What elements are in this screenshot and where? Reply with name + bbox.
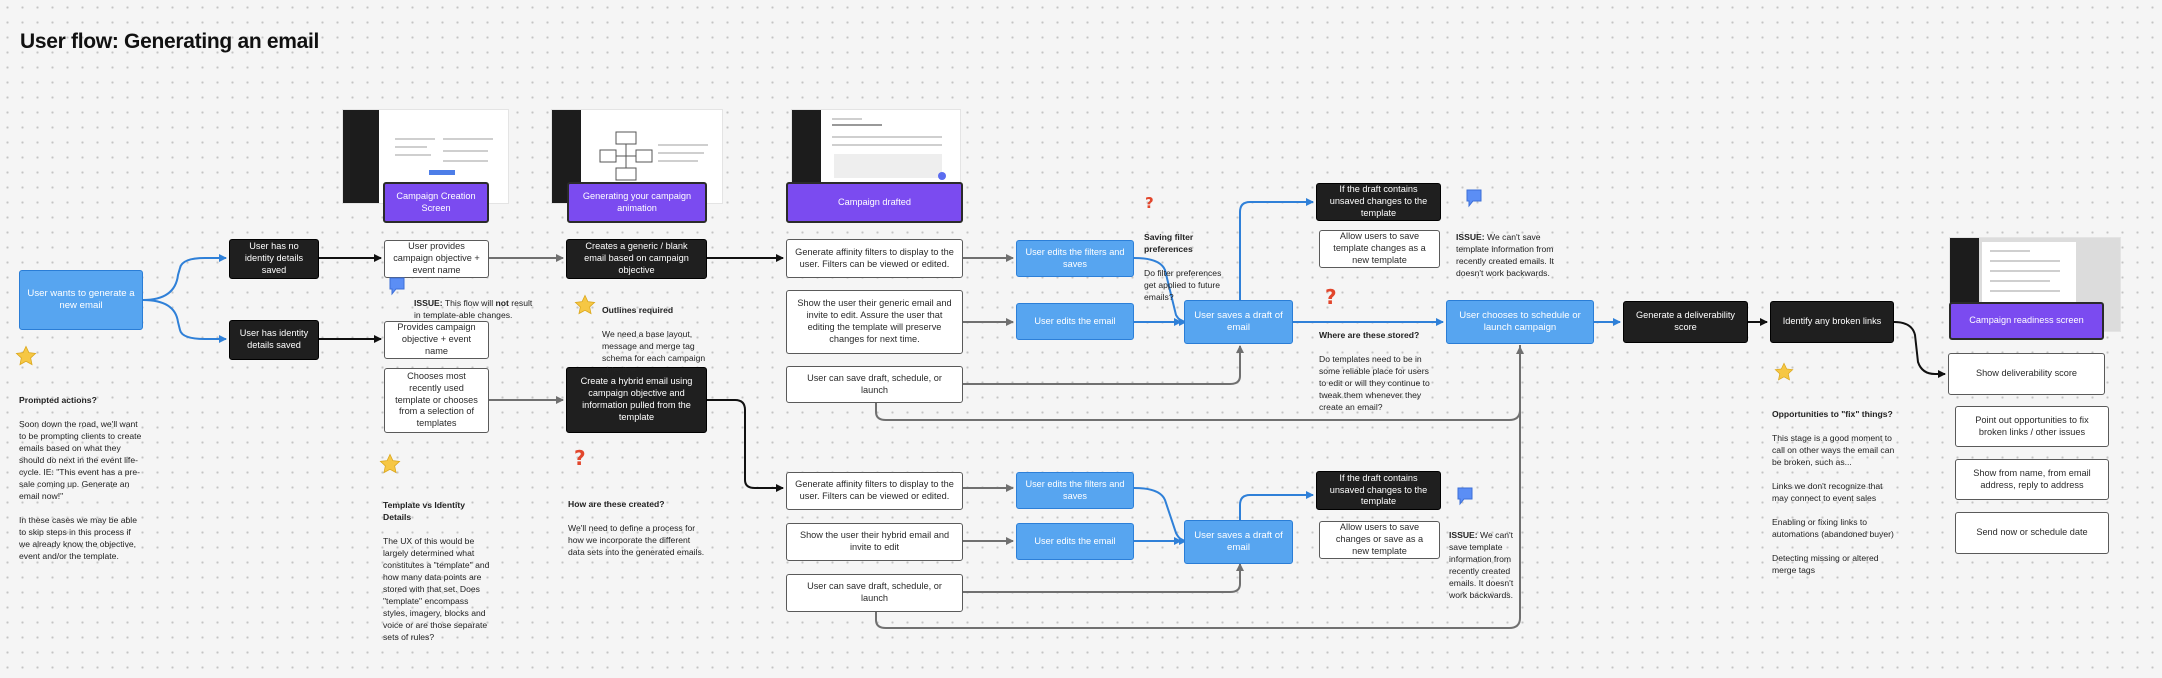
connector [963,345,1244,385]
note-title: Where are these stored? [1319,330,1420,341]
show-hybrid-email-node[interactable]: Show the user their hybrid email and inv… [786,523,963,561]
connector [875,346,1524,629]
provides-objective-event-node[interactable]: User provides campaign objective + event… [384,240,489,278]
issue-label: ISSUE: [414,298,443,309]
connector [142,299,227,343]
from-name-node[interactable]: Show from name, from email address, repl… [1955,459,2109,500]
has-identity-node[interactable]: User has identity details saved [229,320,319,360]
fix-broken-links-node[interactable]: Point out opportunities to fix broken li… [1955,406,2109,447]
broken-links-node[interactable]: Identify any broken links [1770,301,1894,343]
generic-email-node[interactable]: Creates a generic / blank email based on… [566,239,707,279]
connector [1893,321,1946,378]
note-body: We need a base layout, message and merge… [602,329,706,376]
save-schedule-launch-bottom-node[interactable]: User can save draft, schedule, or launch [786,574,963,612]
hybrid-email-node[interactable]: Create a hybrid email using campaign obj… [566,367,707,433]
note-body: Soon down the road, we'll want to be pro… [19,419,142,562]
provides-objective-node[interactable]: Provides campaign objective + event name [384,321,489,359]
edits-filters-top-node[interactable]: User edits the filters and saves [1016,240,1134,277]
chooses-template-node[interactable]: Chooses most recently used template or c… [384,368,489,433]
star-icon [1774,362,1794,381]
star-icon [379,453,401,474]
show-generic-email-node[interactable]: Show the user their generic email and in… [786,290,963,354]
note-title: Opportunities to "fix" things? [1772,409,1893,420]
issue-template-bottom-note: ISSUE: We can't save template informatio… [1449,517,1517,601]
comment-icon [1457,487,1473,506]
campaign-drafted-thumbnail [791,109,961,184]
schedule-launch-node[interactable]: User chooses to schedule or launch campa… [1446,300,1594,344]
opportunities-fix-note: Opportunities to "fix" things? This stag… [1772,396,1897,576]
campaign-readiness-screen[interactable]: Campaign readiness screen [1949,302,2104,340]
note-body: We'll need to define a process for how w… [568,523,705,558]
filter-preferences-note: Saving filter preferences Do filter pref… [1144,219,1230,303]
start-node[interactable]: User wants to generate a new email [19,270,143,330]
campaign-creation-screen[interactable]: Campaign Creation Screen [383,182,489,223]
connector [963,563,1244,593]
template-vs-identity-note: Template vs Identity Details The UX of t… [383,487,493,643]
connector [1239,198,1314,300]
page-title: User flow: Generating an email [20,30,320,53]
generating-campaign-animation[interactable]: Generating your campaign animation [567,182,707,223]
note-title: Outlines required [602,305,674,316]
saves-draft-top-node[interactable]: User saves a draft of email [1184,300,1293,344]
note-title: Template vs Identity Details [383,500,465,523]
where-stored-note: Where are these stored? Do templates nee… [1319,317,1434,413]
unsaved-changes-bottom-node[interactable]: If the draft contains unsaved changes to… [1316,471,1441,510]
connector [1133,487,1187,545]
unsaved-changes-top-node[interactable]: If the draft contains unsaved changes to… [1316,183,1441,221]
issue-text: We can't save template information from … [1456,232,1554,279]
note-title: How are these created? [568,499,665,510]
note-body: Do templates need to be in some reliable… [1319,354,1430,413]
note-body: Do filter preferences get applied to fut… [1144,268,1222,303]
connector [707,399,784,492]
issue-text: This flow will [442,298,496,309]
edits-email-bottom-node[interactable]: User edits the email [1016,523,1134,560]
note-body: This stage is a good moment to call on o… [1772,433,1895,576]
network-illustration [599,131,653,181]
connector [1239,491,1314,520]
issue-emphasis: not [495,298,509,309]
note-title: Saving filter preferences [1144,232,1194,255]
affinity-filters-top-node[interactable]: Generate affinity filters to display to … [786,239,963,278]
note-title: Prompted actions? [19,395,97,406]
comment-icon [389,277,405,296]
question-icon: ? [574,446,586,470]
edits-email-top-node[interactable]: User edits the email [1016,303,1134,340]
allow-save-changes-bottom-node[interactable]: Allow users to save changes or save as a… [1319,521,1440,559]
edits-filters-bottom-node[interactable]: User edits the filters and saves [1016,472,1134,509]
connector [1133,257,1187,326]
campaign-drafted-screen[interactable]: Campaign drafted [786,182,963,223]
comment-icon [1466,189,1482,208]
allow-save-template-top-node[interactable]: Allow users to save template changes as … [1319,230,1440,268]
connector [142,254,227,301]
send-now-node[interactable]: Send now or schedule date [1955,512,2109,554]
note-body: The UX of this would be largely determin… [383,536,490,643]
prompted-actions-note: Prompted actions? Soon down the road, we… [19,382,144,562]
issue-label: ISSUE: [1449,530,1478,541]
question-icon: ? [1325,285,1337,309]
affinity-filters-bottom-node[interactable]: Generate affinity filters to display to … [786,472,963,510]
issue-text: result in template-able changes. [414,298,533,321]
question-icon: ? [1145,194,1154,212]
deliverability-score-display[interactable]: Show deliverability score [1948,353,2105,395]
issue-not-templateable-note: ISSUE: This flow will not result in temp… [414,285,539,321]
no-identity-node[interactable]: User has no identity details saved [229,239,319,279]
issue-label: ISSUE: [1456,232,1485,243]
deliverability-score-node[interactable]: Generate a deliverability score [1623,301,1748,343]
saves-draft-bottom-node[interactable]: User saves a draft of email [1184,520,1293,564]
outlines-required-note: Outlines required We need a base layout,… [602,292,712,376]
star-icon [574,294,596,315]
issue-template-top-note: ISSUE: We can't save template informatio… [1456,219,1572,279]
how-created-note: How are these created? We'll need to def… [568,486,708,558]
save-schedule-launch-top-node[interactable]: User can save draft, schedule, or launch [786,366,963,403]
issue-text: We can't save template information from … [1449,530,1514,601]
star-icon [15,345,37,366]
